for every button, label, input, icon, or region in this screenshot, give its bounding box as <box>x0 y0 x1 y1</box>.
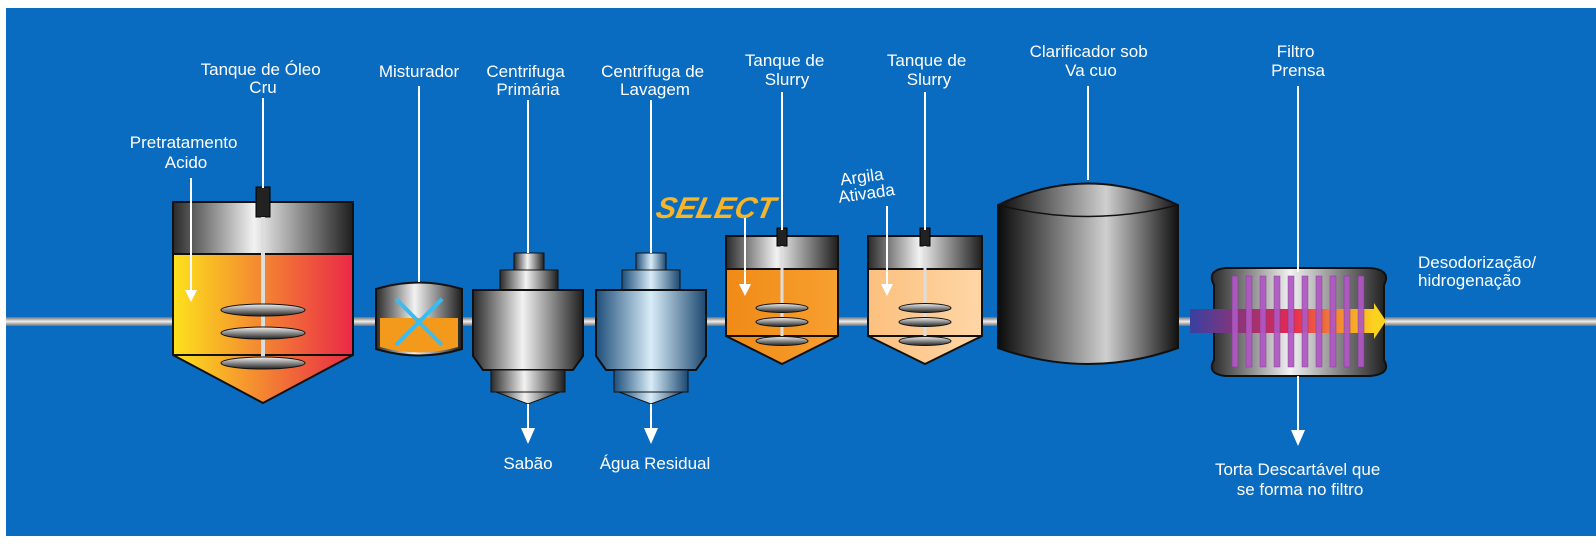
label-misturador: Misturador <box>379 62 460 81</box>
vacuum-clarifier <box>997 182 1179 365</box>
label-tanque-slurry-1: Tanque de Slurry <box>745 51 829 89</box>
label-tanque-oleo-cru: Tanque de Óleo Cru <box>201 60 326 97</box>
label-tanque-slurry-2: Tanque de Slurry <box>887 51 971 89</box>
wastewater-output-arrow <box>644 428 658 444</box>
filter-cake-output-arrow <box>1291 430 1305 446</box>
acid-pretreatment-tank <box>172 186 354 405</box>
mixer <box>375 281 463 357</box>
slurry-tank-1 <box>725 227 839 366</box>
soap-output-arrow <box>521 428 535 444</box>
label-agua-residual: Água Residual <box>600 454 711 473</box>
slurry-addition-arrow <box>739 284 751 296</box>
select-logo: SELECT <box>653 192 781 225</box>
pretreatment-arrow <box>185 290 197 302</box>
filter-press <box>1190 267 1388 377</box>
label-desodorizacao: Desodorização/ hidrogenação <box>1418 253 1541 290</box>
label-torta-descartavel: Torta Descartável que se forma no filtro <box>1215 460 1385 499</box>
washing-centrifuge <box>595 252 707 405</box>
label-centrifuga-primaria: Centrifuga Primária <box>486 62 569 99</box>
clay-addition-arrow <box>881 284 893 296</box>
label-pretratamento-acido: Pretratamento Acido <box>130 133 242 172</box>
label-sabao: Sabão <box>503 454 552 473</box>
primary-centrifuge <box>472 252 584 405</box>
label-clarificador: Clarificador sob Va cuo <box>1030 42 1153 80</box>
label-centrifuga-lavagem: Centrífuga de Lavagem <box>601 62 709 99</box>
slurry-tank-2 <box>867 227 983 366</box>
label-filtro-prensa: Filtro Prensa <box>1271 42 1325 80</box>
